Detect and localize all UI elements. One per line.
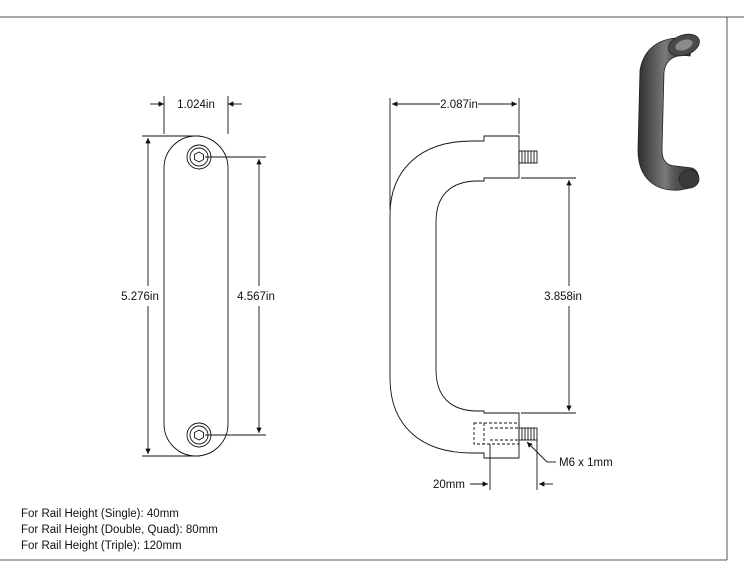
inner-span-dim-label: 3.858in <box>544 291 582 303</box>
note-single: For Rail Height (Single): 40mm <box>21 508 179 520</box>
hidden-screw <box>473 422 520 445</box>
overall-height-dimension <box>142 135 200 457</box>
hole-spacing-dim-label: 4.567in <box>237 291 275 303</box>
depth-dimension <box>389 98 520 210</box>
threaded-stud-bottom <box>518 427 538 441</box>
threaded-stud-top <box>518 150 538 164</box>
inner-span-dimension <box>521 177 576 414</box>
note-double-quad: For Rail Height (Double, Quad): 80mm <box>21 524 218 536</box>
hole-spacing-dimension <box>205 156 266 436</box>
depth-dim-label: 2.087in <box>440 99 478 111</box>
front-view <box>142 96 266 457</box>
rail-height-notes: For Rail Height (Single): 40mm For Rail … <box>21 506 218 554</box>
handle-side-outline <box>389 135 520 459</box>
width-dim-label: 1.024in <box>177 99 215 111</box>
side-view <box>389 98 576 490</box>
width-dimension <box>150 96 242 134</box>
drawing-border <box>0 16 744 561</box>
thread-leader <box>526 441 556 463</box>
handle-front-outline <box>163 135 229 457</box>
offset-dim-label: 20mm <box>433 479 465 491</box>
thread-callout-label: M6 x 1mm <box>559 457 613 469</box>
handle-3d-render <box>637 33 700 191</box>
offset-dimension <box>470 440 553 490</box>
note-triple: For Rail Height (Triple): 120mm <box>21 540 182 552</box>
overall-height-dim-label: 5.276in <box>121 291 159 303</box>
